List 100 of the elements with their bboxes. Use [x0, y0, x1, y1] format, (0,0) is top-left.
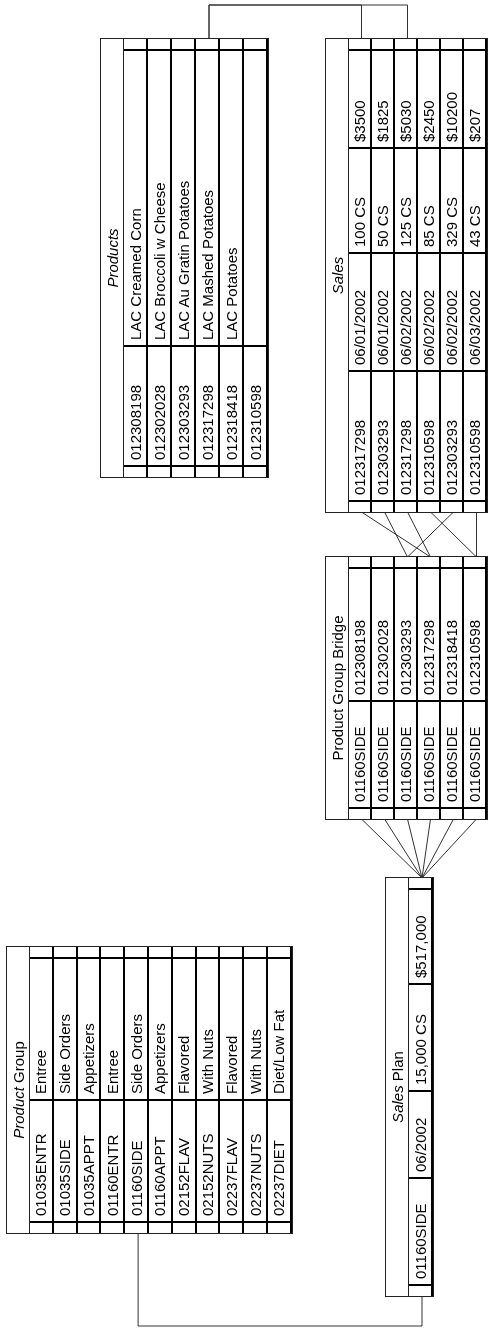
connector-line	[384, 818, 423, 879]
data-value: Flavored	[223, 1035, 239, 1094]
data-value: 02237DIET	[271, 1140, 287, 1216]
data-value: 01160SIDE	[128, 1140, 144, 1216]
connector-line	[430, 511, 477, 558]
table-title: Products	[104, 228, 120, 288]
data-value: LAC Potatoes	[223, 247, 239, 340]
data-value: 012318418	[444, 619, 459, 695]
data-value: Entree	[33, 1049, 49, 1094]
data-value: 01160SIDE	[467, 726, 482, 802]
data-value: LAC Creamed Corn	[127, 208, 143, 340]
data-value: 012303293	[375, 419, 390, 495]
connector-line	[384, 511, 408, 558]
data-value: $207	[467, 108, 482, 142]
table-row	[395, 557, 418, 819]
data-value: 02237FLAV	[223, 1137, 239, 1216]
table-row	[441, 39, 464, 512]
data-value: 01035APPT	[81, 1135, 96, 1216]
table-row	[372, 557, 395, 819]
data-value: 01160SIDE	[444, 726, 459, 802]
data-value: Appetizers	[152, 1023, 168, 1094]
data-value: 06/02/2002	[421, 289, 436, 365]
data-value: 02152NUTS	[199, 1133, 215, 1216]
data-value: 012317298	[398, 419, 413, 495]
connector-line	[361, 511, 431, 558]
data-value: 85 CS	[421, 205, 436, 247]
table-row	[441, 557, 464, 819]
table-row	[349, 557, 372, 819]
data-value: 06/2002	[412, 1117, 428, 1172]
data-value: 012302028	[375, 619, 390, 695]
data-value: 012310598	[467, 419, 482, 495]
data-value: 125 CS	[398, 196, 413, 247]
data-value: 012317298	[421, 619, 436, 695]
data-value: 01160ENTR	[104, 1134, 120, 1216]
connector-line	[476, 511, 477, 558]
data-value: 01160SIDE	[412, 1203, 428, 1279]
data-value: LAC Broccoli w Cheese	[151, 182, 167, 340]
table-row	[172, 39, 196, 477]
table-row	[148, 39, 172, 477]
data-value: 43 CS	[467, 205, 482, 247]
table-row	[172, 947, 197, 1233]
data-value: 012308198	[127, 384, 143, 460]
data-value: Side Orders	[57, 1013, 73, 1094]
data-value: 01160APPT	[152, 1136, 168, 1216]
table-row	[101, 947, 126, 1233]
table-row	[409, 878, 433, 1296]
data-value: $1825	[375, 100, 390, 142]
data-value: Entree	[104, 1049, 120, 1094]
table-title: Sales Plan	[389, 1051, 405, 1123]
table-row	[464, 557, 487, 819]
data-value: 012317298	[352, 419, 367, 495]
data-value: 012310598	[247, 384, 263, 460]
data-value: $2450	[421, 100, 436, 142]
data-value: LAC Au Gratin Potatoes	[175, 180, 191, 340]
table-row	[124, 39, 148, 477]
table-row	[53, 947, 78, 1233]
data-value: 02152FLAV	[176, 1137, 192, 1216]
table-title: Product Group Bridge	[329, 615, 345, 761]
data-value: 329 CS	[444, 196, 459, 247]
table-frame	[6, 946, 293, 1234]
data-value: 06/01/2002	[375, 289, 390, 365]
data-value: 012303293	[175, 384, 191, 460]
table-row	[418, 557, 441, 819]
data-value: Appetizers	[81, 1023, 96, 1094]
table-row	[77, 947, 102, 1233]
table-row	[30, 947, 54, 1233]
table-title: Product Group	[10, 1041, 26, 1139]
data-value: 012310598	[421, 419, 436, 495]
connector-line	[421, 818, 477, 879]
data-value: 012310598	[467, 619, 482, 695]
data-value: 01160SIDE	[421, 726, 436, 802]
data-value: 01035SIDE	[57, 1139, 73, 1216]
table-frame	[385, 877, 434, 1297]
table-row	[220, 39, 244, 477]
data-value: Diet/Low Fat	[271, 1009, 287, 1094]
data-value: 06/02/2002	[398, 289, 413, 365]
data-value: 012318418	[223, 384, 239, 460]
data-value: 15,000 CS	[412, 1014, 428, 1085]
data-value: LAC Mashed Potatoes	[199, 189, 215, 340]
data-value: 01160SIDE	[398, 726, 413, 802]
table-row	[244, 39, 268, 477]
connector-line	[407, 511, 431, 558]
table-row	[395, 39, 418, 512]
data-value: With Nuts	[247, 1029, 263, 1094]
data-value: 06/02/2002	[444, 289, 459, 365]
data-value: $3500	[352, 100, 367, 142]
data-value: 50 CS	[375, 205, 390, 247]
table-row	[372, 39, 395, 512]
table-row	[196, 947, 221, 1233]
table-row	[244, 947, 268, 1233]
table-row	[196, 39, 220, 477]
table-row	[267, 947, 292, 1233]
table-row	[125, 947, 149, 1233]
data-value: 01160SIDE	[352, 726, 367, 802]
table-frame	[325, 38, 488, 513]
data-value: 012303293	[398, 619, 413, 695]
connector-line	[407, 511, 454, 558]
connector-line	[407, 818, 423, 879]
table-row	[149, 947, 173, 1233]
data-value: 02237NUTS	[247, 1133, 263, 1216]
